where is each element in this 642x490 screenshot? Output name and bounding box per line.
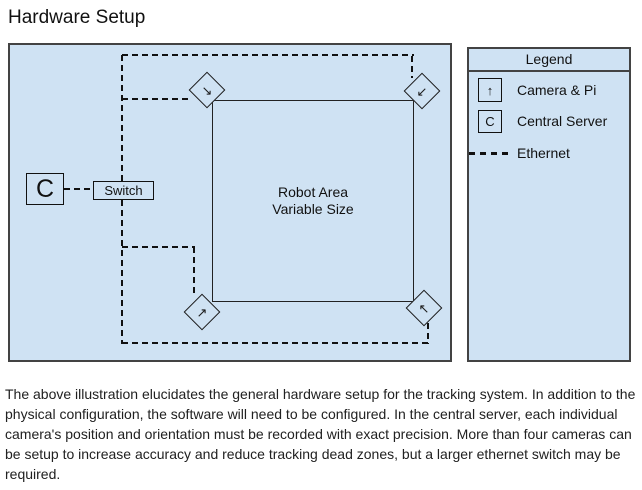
legend-item-central-server: Central Server: [517, 113, 608, 129]
ethernet-line-left-vertical-bottom: [121, 200, 123, 344]
robot-area-label-line1: Robot Area: [277, 184, 349, 200]
ethernet-line-top-horizontal: [122, 54, 414, 56]
ethernet-line-topright-drop: [411, 56, 413, 78]
description-paragraph: The above illustration elucidates the ge…: [5, 386, 636, 482]
camera-pi-icon: ↑: [478, 78, 502, 102]
ethernet-dash-icon: [469, 152, 512, 155]
camera-arrow-icon: ↘: [201, 82, 213, 98]
ethernet-line-left-vertical-top: [121, 55, 123, 181]
page-title: Hardware Setup: [8, 7, 146, 28]
camera-arrow-icon: ↙: [416, 83, 428, 99]
ethernet-line-bottom-horizontal: [122, 342, 430, 344]
ethernet-line-server-switch: [64, 188, 92, 190]
central-server-icon: C: [478, 110, 502, 133]
robot-area: Robot Area Variable Size: [212, 100, 414, 302]
ethernet-line-midleft-horizontal: [122, 246, 195, 248]
legend-title: Legend: [525, 51, 573, 67]
switch-box: Switch: [93, 181, 154, 200]
legend-item-camera-pi: Camera & Pi: [517, 82, 597, 98]
camera-arrow-icon: ↖: [418, 300, 430, 316]
ethernet-line-midleft-vertical: [193, 247, 195, 297]
diagram-canvas: [8, 43, 452, 362]
central-server-box: C: [26, 173, 64, 205]
legend-item-ethernet: Ethernet: [517, 145, 570, 161]
camera-arrow-icon: ↗: [196, 304, 208, 320]
ethernet-line-bottomright-rise: [427, 323, 429, 344]
ethernet-line-topleft-branch: [122, 98, 192, 100]
legend-divider: [467, 70, 631, 72]
robot-area-label-line2: Variable Size: [272, 201, 354, 217]
